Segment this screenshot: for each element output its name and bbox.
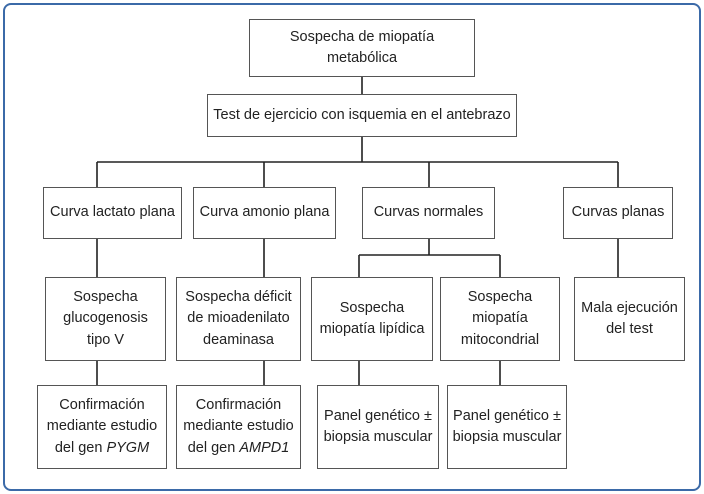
- suspicion-lipidica-label: Sospecha miopatía lipídica: [319, 299, 425, 337]
- gene-ampd1: AMPD1: [239, 439, 290, 456]
- result-normales-node: Curvas normales: [362, 187, 495, 239]
- suspicion-lipidica-node: Sospecha miopatía lipídica: [311, 277, 433, 361]
- suspicion-lactato-node: Sospecha glucogenosis tipo V: [45, 277, 166, 361]
- confirm-lactato-prefix: Confirmación mediante estudio del gen: [46, 397, 158, 456]
- action-mitocondrial-node: Panel genético ± biopsia muscular: [447, 385, 567, 469]
- result-lactato-label: Curva lactato plana: [50, 204, 175, 221]
- gene-pygm: PYGM: [106, 439, 150, 456]
- result-amonio-label: Curva amonio plana: [199, 204, 330, 221]
- result-lactato-node: Curva lactato plana: [43, 187, 182, 239]
- suspicion-amonio-label: Sospecha déficit de mioadenilato deamina…: [185, 289, 292, 348]
- confirm-lactato-node: Confirmación mediante estudio del gen PY…: [37, 385, 167, 469]
- conclusion-planas-label: Mala ejecución del test: [581, 299, 678, 337]
- action-lipidica-node: Panel genético ± biopsia muscular: [317, 385, 439, 469]
- confirm-amonio-node: Confirmación mediante estudio del gen AM…: [176, 385, 301, 469]
- result-planas-label: Curvas planas: [571, 204, 665, 221]
- root-node-label: Sospecha de miopatía metabólica: [289, 28, 435, 66]
- test-node: Test de ejercicio con isquemia en el ant…: [207, 94, 517, 137]
- confirm-amonio-prefix: Confirmación mediante estudio del gen: [183, 397, 294, 456]
- confirm-lactato-text: Confirmación mediante estudio del gen PY…: [47, 395, 157, 458]
- confirm-amonio-text: Confirmación mediante estudio del gen AM…: [183, 395, 293, 458]
- action-mitocondrial-label: Panel genético ± biopsia muscular: [452, 407, 562, 445]
- suspicion-mitocondrial-label: Sospecha miopatía mitocondrial: [460, 289, 540, 348]
- root-node: Sospecha de miopatía metabólica: [249, 19, 475, 77]
- conclusion-planas-node: Mala ejecución del test: [574, 277, 685, 361]
- test-node-label: Test de ejercicio con isquemia en el ant…: [213, 106, 511, 123]
- suspicion-mitocondrial-node: Sospecha miopatía mitocondrial: [440, 277, 560, 361]
- result-normales-label: Curvas normales: [373, 204, 484, 221]
- result-amonio-node: Curva amonio plana: [193, 187, 336, 239]
- result-planas-node: Curvas planas: [563, 187, 673, 239]
- suspicion-lactato-label: Sospecha glucogenosis tipo V: [63, 289, 148, 348]
- action-lipidica-label: Panel genético ± biopsia muscular: [323, 407, 433, 445]
- suspicion-amonio-node: Sospecha déficit de mioadenilato deamina…: [176, 277, 301, 361]
